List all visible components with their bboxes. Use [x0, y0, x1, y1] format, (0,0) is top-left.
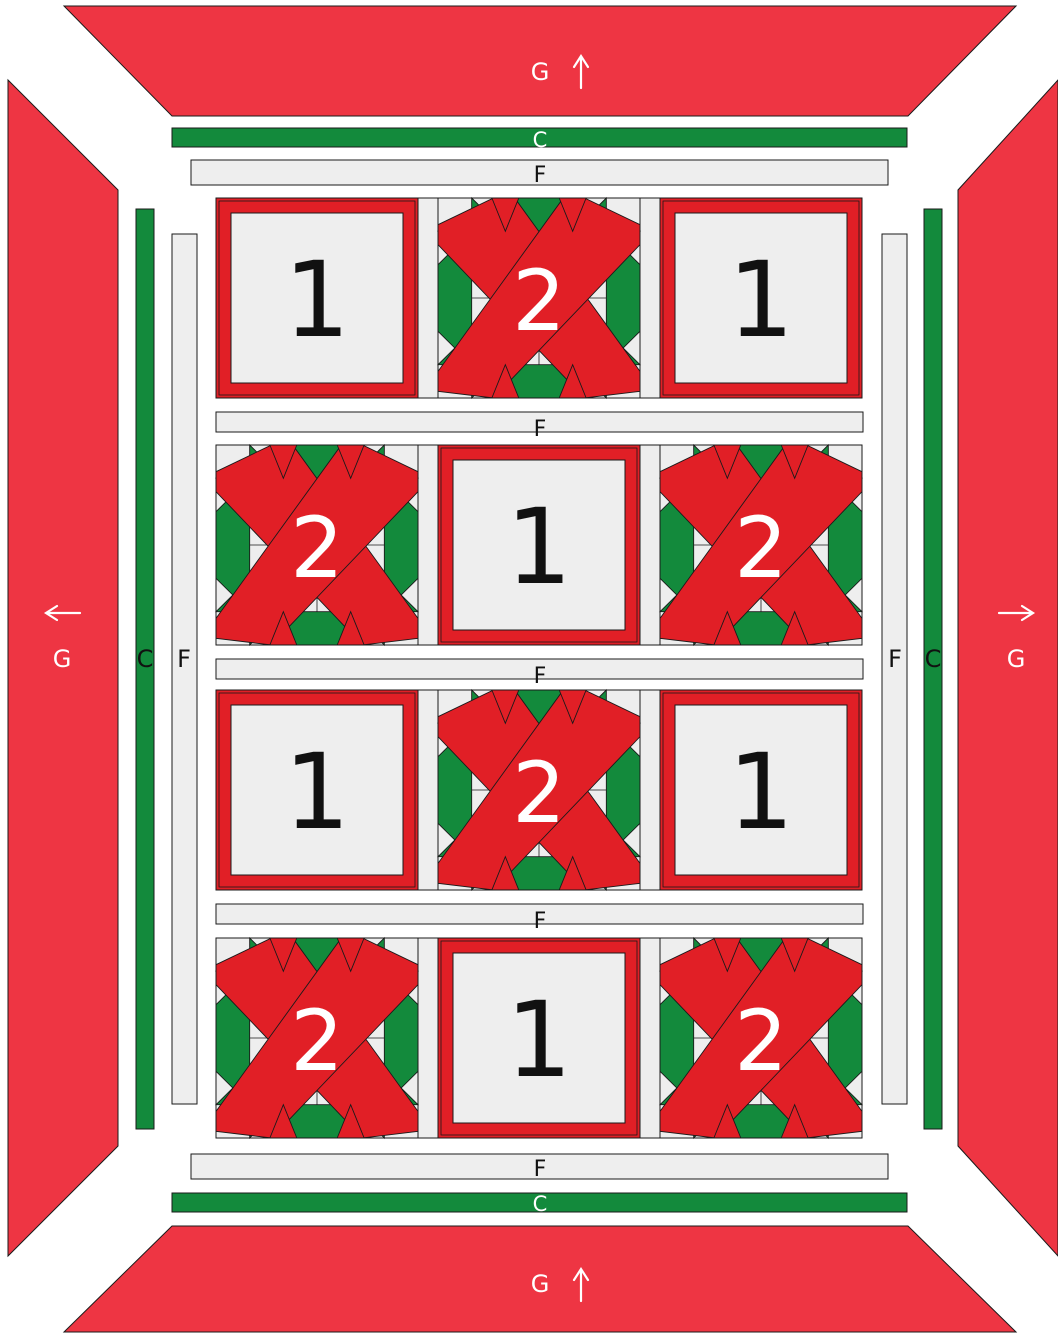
block-star: 2: [216, 938, 418, 1138]
sashing-col-4: [640, 445, 660, 645]
block-framed-square: 1: [438, 938, 640, 1138]
sashing-top-label: F: [534, 163, 547, 188]
sashing-col-5: [418, 690, 438, 890]
block-number-label: 1: [284, 239, 350, 361]
block-number-label: 2: [512, 744, 565, 842]
block-number-label: 2: [734, 499, 787, 597]
sashing-row-1-label: F: [534, 417, 547, 442]
outer-border-bottom-label: G: [531, 1270, 550, 1298]
block-number-label: 2: [512, 252, 565, 350]
sashing-col-1: [418, 198, 438, 398]
block-number-label: 1: [506, 486, 572, 608]
block-number-label: 2: [290, 992, 343, 1090]
block-number-label: 1: [728, 239, 794, 361]
sashing-row-3-label: F: [534, 909, 547, 934]
block-framed-square: 1: [438, 445, 640, 645]
outer-border-left-label: G: [53, 645, 72, 673]
block-framed-square: 1: [216, 198, 418, 398]
inner-border-bottom-label: C: [533, 1192, 548, 1216]
block-framed-square: 1: [660, 690, 862, 890]
outer-border-right-label: G: [1007, 645, 1026, 673]
block-star: 2: [660, 938, 862, 1138]
block-star: 2: [216, 445, 418, 645]
block-number-label: 1: [506, 979, 572, 1101]
sashing-col-7: [418, 938, 438, 1138]
block-number-label: 1: [728, 731, 794, 853]
block-star: 2: [660, 445, 862, 645]
sashing-row-2-label: F: [534, 664, 547, 689]
sashing-col-6: [640, 690, 660, 890]
sashing-bottom-label: F: [534, 1157, 547, 1182]
block-framed-square: 1: [660, 198, 862, 398]
sashing-left-label: F: [177, 645, 191, 673]
inner-border-top-label: C: [533, 128, 548, 152]
inner-border-left-label: C: [137, 645, 154, 673]
block-number-label: 1: [284, 731, 350, 853]
outer-border-top-label: G: [531, 58, 550, 86]
sashing-right-label: F: [888, 645, 902, 673]
block-number-label: 2: [734, 992, 787, 1090]
sashing-col-2: [640, 198, 660, 398]
inner-border-right-label: C: [925, 645, 942, 673]
sashing-col-3: [418, 445, 438, 645]
block-framed-square: 1: [216, 690, 418, 890]
sashing-col-8: [640, 938, 660, 1138]
block-star: 2: [438, 690, 640, 890]
block-number-label: 2: [290, 499, 343, 597]
block-star: 2: [438, 198, 640, 398]
